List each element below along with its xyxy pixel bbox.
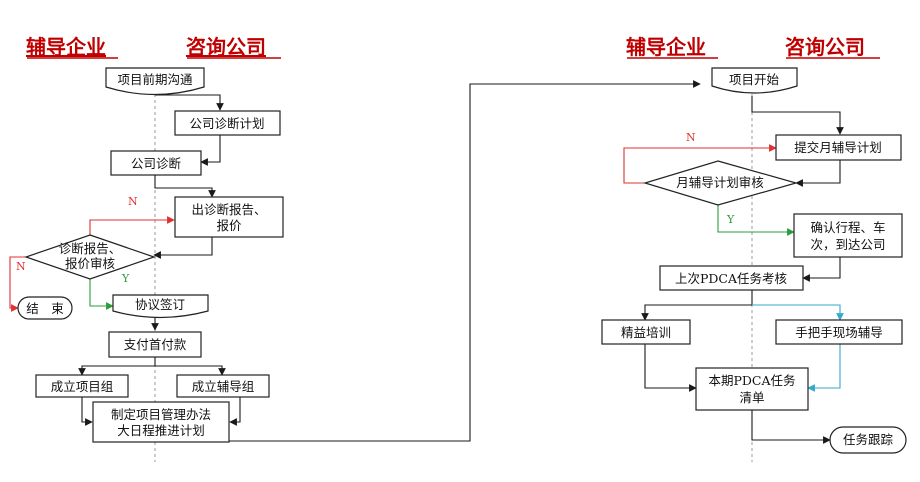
node-coach-team: 成立辅导组 (176, 374, 270, 398)
node-agreement: 协议签订 (112, 294, 209, 319)
node-task-list-label-line2: 清单 (739, 390, 764, 405)
node-project-team: 成立项目组 (35, 374, 129, 398)
node-agreement-label: 协议签订 (135, 297, 185, 312)
node-task-list: 本期PDCA任务 清单 (695, 367, 809, 411)
node-report: 出诊断报告、 报价 (174, 196, 284, 238)
node-review-decision: 诊断报告、 报价审核 (24, 234, 156, 280)
node-method-label-line1: 制定项目管理办法 (111, 407, 211, 422)
right-branch-label-no: N (686, 131, 696, 144)
left-flow: 辅导企业 咨询公司 项目前期沟通 (9, 35, 701, 462)
left-lane-heading-consultant: 咨询公司 (186, 35, 266, 59)
node-confirm-trip-label-line1: 确认行程、车 (810, 220, 885, 235)
node-diagnosis-label: 公司诊断 (131, 156, 181, 171)
node-diag-plan: 公司诊断计划 (174, 110, 281, 136)
right-branch-label-yes: Y (726, 213, 735, 226)
node-coach-team-label: 成立辅导组 (192, 379, 255, 394)
node-confirm-trip: 确认行程、车 次，到达公司 (793, 213, 903, 258)
left-lane-heading-client: 辅导企业 (26, 35, 106, 59)
branch-label-no: N (128, 195, 138, 208)
branch-label-yes: Y (121, 272, 130, 285)
right-connectors (623, 96, 844, 444)
node-prelim-comm-label: 项目前期沟通 (117, 72, 193, 87)
node-submit-plan-label: 提交月辅导计划 (794, 140, 882, 155)
node-submit-plan: 提交月辅导计划 (775, 134, 902, 161)
node-review-label-line1: 诊断报告、 (59, 241, 122, 256)
section-link-connector (229, 80, 701, 442)
node-first-payment-label: 支付首付款 (124, 337, 187, 352)
right-flow: 辅导企业 咨询公司 项目开始 提交月辅导计划 (601, 35, 907, 462)
node-method-label-line2: 大日程推进计划 (117, 423, 205, 438)
node-end: 结 束 (17, 296, 73, 320)
node-pdca-review-label: 上次PDCA任务考核 (675, 271, 788, 286)
node-prelim-comm: 项目前期沟通 (105, 67, 205, 96)
node-plan-review-decision: 月辅导计划审核 (642, 160, 799, 206)
right-lane-heading-client: 辅导企业 (626, 35, 706, 59)
node-task-list-label-line1: 本期PDCA任务 (708, 373, 795, 388)
node-confirm-trip-label-line2: 次，到达公司 (810, 237, 885, 252)
node-report-label-line2: 报价 (216, 218, 242, 233)
node-review-label-line2: 报价审核 (65, 256, 116, 271)
node-lean-training-label: 精益培训 (621, 325, 671, 340)
node-onsite-coaching-label: 手把手现场辅导 (795, 325, 883, 340)
node-lean-training: 精益培训 (601, 319, 691, 345)
branch-label-no-2: N (16, 260, 26, 273)
node-diagnosis: 公司诊断 (110, 150, 202, 176)
node-task-tracking: 任务跟踪 (829, 426, 907, 454)
node-report-label-line1: 出诊断报告、 (191, 202, 266, 217)
left-connectors (9, 94, 241, 426)
node-task-tracking-label: 任务跟踪 (843, 432, 894, 447)
node-project-team-label: 成立项目组 (51, 379, 114, 394)
node-project-start: 项目开始 (711, 67, 798, 94)
node-first-payment: 支付首付款 (108, 331, 202, 358)
right-lane-heading-consultant: 咨询公司 (785, 35, 865, 59)
node-diag-plan-label: 公司诊断计划 (189, 116, 264, 131)
node-method: 制定项目管理办法 大日程推进计划 (92, 401, 230, 443)
node-project-start-label: 项目开始 (729, 72, 780, 87)
node-plan-review-label: 月辅导计划审核 (676, 175, 764, 190)
node-onsite-coaching: 手把手现场辅导 (775, 319, 903, 345)
node-end-label: 结 束 (26, 301, 64, 316)
node-pdca-review: 上次PDCA任务考核 (659, 265, 804, 291)
